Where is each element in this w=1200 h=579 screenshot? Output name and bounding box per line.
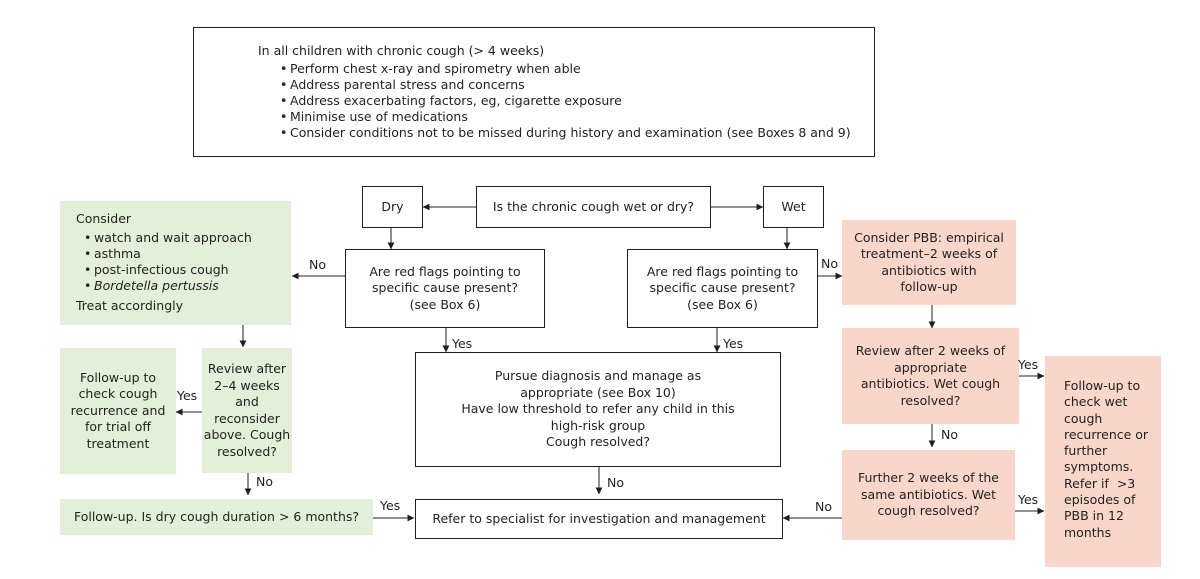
dry-label: Dry [381,198,404,214]
intro-item: Address parental stress and concerns [280,77,874,93]
wet-followup-line: cough [1064,410,1103,426]
dry-review-line: above. Cough [203,427,291,442]
further-line: cough resolved? [877,503,980,519]
consider-item: post-infectious cough [84,262,291,278]
label-yes-further: Yes [1018,492,1039,507]
dry-box: Dry [362,186,423,228]
intro-box: In all children with chronic cough (> 4 … [193,27,875,157]
pbb-line: treatment–2 weeks of [860,246,998,261]
wet-review-line: appropriate [894,359,967,375]
pursue-box: Pursue diagnosis and manage as appropria… [415,352,781,467]
label-yes-wet-redflags: Yes [723,336,744,351]
wet-review-box: Review after 2 weeks of appropriate anti… [842,328,1019,424]
intro-item: Consider conditions not to be missed dur… [280,125,874,141]
wet-followup-line: episodes of [1064,492,1136,508]
further-box: Further 2 weeks of the same antibiotics.… [842,450,1015,540]
wet-followup-line: PBB in 12 [1064,508,1124,524]
further-line: Further 2 weeks of the [858,470,999,486]
dry-red-flags-line: Are red flags pointing to [369,263,521,279]
consider-item-italic: Bordetella pertussis [84,278,291,294]
pbb-line: antibiotics with [881,262,977,278]
pursue-line: Have low threshold to refer any child in… [461,401,735,417]
label-no-further: No [815,499,832,514]
pursue-line: Cough resolved? [546,434,650,450]
label-no-pursue: No [607,475,624,490]
dry-followup-line: check cough [78,386,158,402]
dry-followup-line: recurrence and [70,402,166,418]
consider-list: watch and wait approach asthma post-infe… [84,230,291,294]
dry-followup-duration-box: Follow-up. Is dry cough duration > 6 mon… [60,499,373,535]
consider-item: asthma [84,246,291,262]
label-yes-dry-redflags: Yes [452,336,473,351]
wet-followup-line: Refer if >3 [1064,475,1136,491]
pertussis-text: Bordetella pertussis [94,278,219,293]
wet-review-line: Review after 2 weeks of [855,343,1006,358]
further-line: same antibiotics. Wet [861,486,996,502]
label-no-wet-redflags: No [821,256,838,271]
consider-footer: Treat accordingly [76,298,183,313]
dry-review-line: 2–4 weeks and [214,377,280,410]
wet-red-flags-line: specific cause present? [649,280,796,296]
dry-followup-line: Follow-up to [79,369,157,385]
wet-label: Wet [781,198,806,214]
pbb-box: Consider PBB: empirical treatment–2 week… [842,220,1016,305]
intro-item: Minimise use of medications [280,109,874,125]
label-no-dry-review: No [256,474,273,489]
wet-followup-line: months [1064,524,1112,540]
question-box: Is the chronic cough wet or dry? [476,186,711,228]
wet-review-line: resolved? [900,392,961,408]
pbb-line: Consider PBB: empirical [854,229,1004,245]
wet-red-flags-line: (see Box 6) [687,296,758,312]
label-no-dry-redflags: No [309,257,326,272]
pursue-line: appropriate (see Box 10) [520,384,676,400]
dry-review-line: resolved? [217,443,277,459]
consider-item: watch and wait approach [84,230,291,246]
wet-followup-line: check wet [1064,394,1128,410]
label-yes-dry-review: Yes [177,388,198,403]
dry-red-flags-line: (see Box 6) [409,296,481,312]
wet-followup-line: Follow-up to [1064,378,1141,393]
wet-review-line: antibiotics. Wet cough [860,376,1001,391]
dry-review-line: reconsider [214,410,280,426]
refer-box: Refer to specialist for investigation an… [415,499,783,539]
wet-followup-box: Follow-up to check wet cough recurrence … [1045,356,1161,567]
pbb-line: follow-up [900,279,958,294]
intro-list: Perform chest x-ray and spirometry when … [280,61,874,141]
wet-followup-line: symptoms. [1064,459,1134,475]
dry-followup-trial-box: Follow-up to check cough recurrence and … [60,348,176,474]
label-no-wet-review: No [941,427,958,442]
dry-red-flags-line: specific cause present? [372,280,518,296]
intro-item: Address exacerbating factors, eg, cigare… [280,93,874,109]
intro-heading: In all children with chronic cough (> 4 … [258,43,545,58]
label-yes-duration: Yes [380,498,401,513]
dry-followup-line: for trial off [84,419,152,435]
intro-item: Perform chest x-ray and spirometry when … [280,61,874,77]
wet-followup-line: recurrence or [1064,426,1149,442]
label-yes-wet-review: Yes [1018,357,1039,372]
wet-followup-line: further [1064,443,1108,459]
refer-text: Refer to specialist for investigation an… [432,510,766,526]
consider-box: Consider watch and wait approach asthma … [60,201,291,325]
pursue-line: high-risk group [550,417,646,433]
wet-box: Wet [763,186,824,228]
wet-red-flags-box: Are red flags pointing to specific cause… [627,249,818,328]
consider-heading: Consider [76,211,132,226]
dry-followup-line: treatment [86,435,150,451]
pursue-line: Pursue diagnosis and manage as [494,368,702,384]
wet-red-flags-line: Are red flags pointing to [646,263,799,279]
dry-duration-text: Follow-up. Is dry cough duration > 6 mon… [73,508,360,524]
dry-red-flags-box: Are red flags pointing to specific cause… [345,249,545,328]
dry-review-box: Review after 2–4 weeks and reconsider ab… [202,348,292,473]
dry-review-line: Review after [207,361,287,376]
question-text: Is the chronic cough wet or dry? [492,198,695,214]
